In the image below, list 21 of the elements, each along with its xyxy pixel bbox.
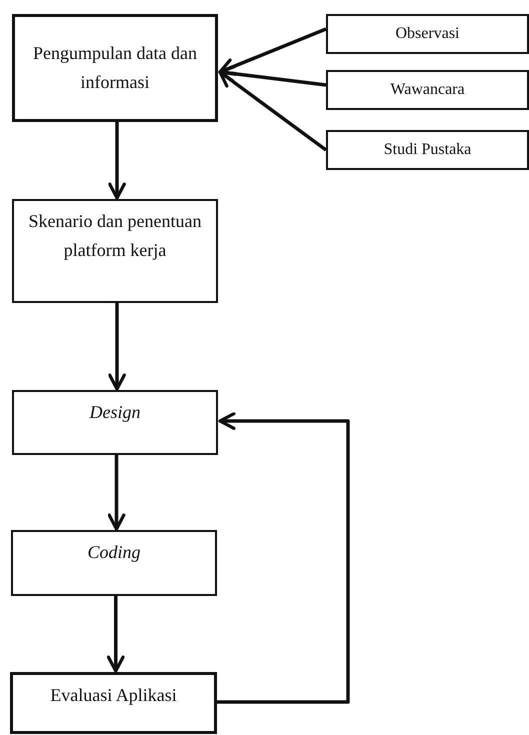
box-label: Pengumpulan data dan informasi [32, 42, 198, 94]
box-label: Observasi [396, 24, 460, 44]
arrow [108, 122, 126, 200]
process-box [326, 130, 529, 170]
arrow [106, 596, 125, 673]
box-label: Wawancara [390, 80, 465, 100]
process-box [12, 14, 218, 122]
process-box [10, 672, 217, 734]
box-label: Evaluasi Aplikasi [50, 684, 177, 707]
box-label: Design [90, 401, 140, 424]
box-label: Coding [87, 541, 140, 564]
box-label: Skenario dan penentuan platform kerja [28, 210, 202, 262]
process-box [12, 390, 218, 455]
arrow [108, 455, 126, 531]
arrow [108, 303, 126, 391]
arrow [217, 412, 350, 704]
process-box [12, 199, 218, 303]
box-label: Studi Pustaka [384, 140, 472, 160]
process-box [326, 70, 529, 110]
process-box [11, 530, 217, 596]
process-box [326, 14, 529, 54]
